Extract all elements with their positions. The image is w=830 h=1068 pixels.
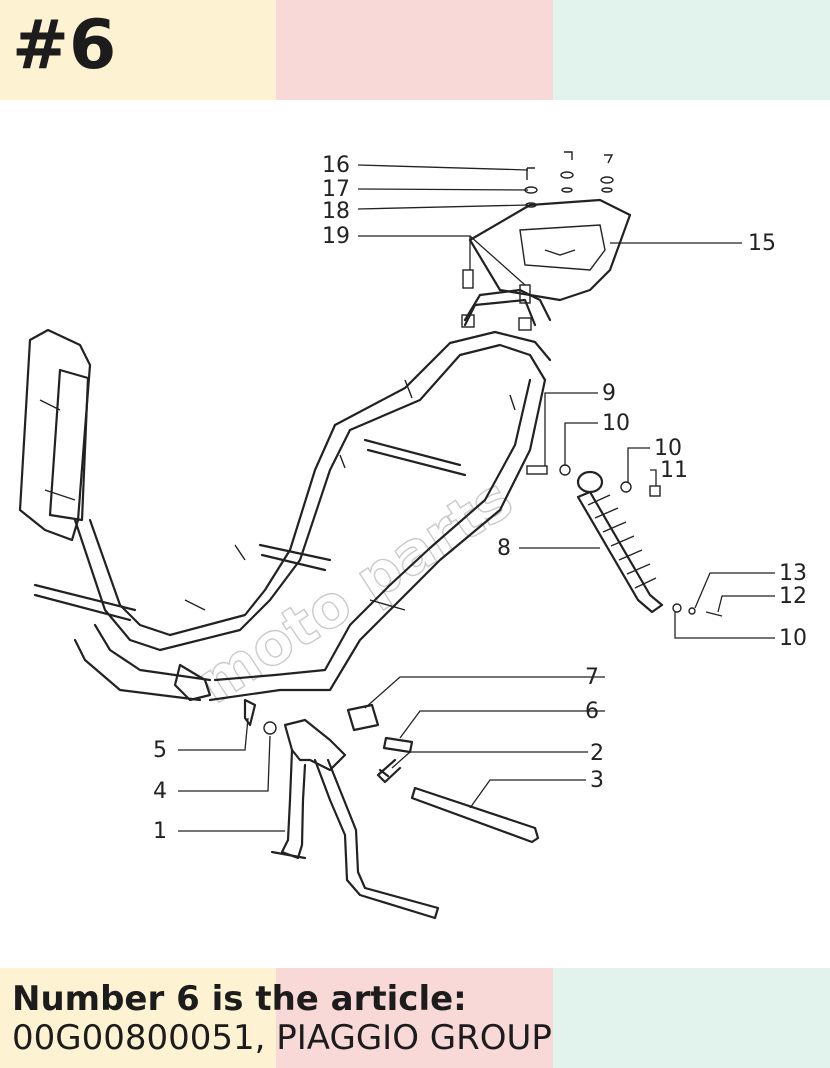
frame-drawing <box>18 328 552 702</box>
callout-18: 18 <box>322 199 350 224</box>
leader-lines <box>178 164 775 832</box>
callout-16: 16 <box>322 153 350 178</box>
callout-13: 13 <box>779 561 807 586</box>
callout-11: 11 <box>660 458 688 483</box>
band-segment-mint <box>553 0 830 100</box>
parts-diagram: moto parts <box>18 151 807 920</box>
shock-absorber-drawing <box>526 464 723 617</box>
caption-article-code: 00G00800051, PIAGGIO GROUP <box>12 1018 552 1058</box>
caption-title: Number 6 is the article: <box>12 979 467 1019</box>
callout-12: 12 <box>779 584 807 609</box>
band-segment-yellow <box>0 968 276 1068</box>
callout-19: 19 <box>322 224 350 249</box>
callout-10-c: 10 <box>779 626 807 651</box>
callout-4: 4 <box>153 779 167 804</box>
callout-8: 8 <box>497 536 511 561</box>
band-segment-pink <box>276 968 553 1068</box>
callout-17: 17 <box>322 177 350 202</box>
callout-6: 6 <box>585 699 599 724</box>
callout-1: 1 <box>153 819 167 844</box>
footer-color-band <box>0 968 830 1068</box>
luggage-rack-drawing <box>461 151 632 331</box>
header-color-band <box>0 0 830 100</box>
callout-9: 9 <box>602 381 616 406</box>
band-segment-pink <box>276 0 553 100</box>
callout-3: 3 <box>590 768 604 793</box>
callout-10-a: 10 <box>602 411 630 436</box>
item-number-heading: #6 <box>12 6 117 85</box>
center-stand-drawing <box>243 698 540 920</box>
callout-7: 7 <box>585 665 599 690</box>
band-segment-mint <box>553 968 830 1068</box>
callout-2: 2 <box>590 741 604 766</box>
band-segment-yellow <box>0 0 276 100</box>
callout-5: 5 <box>153 738 167 763</box>
callout-10-b: 10 <box>654 436 682 461</box>
callout-15: 15 <box>748 231 776 256</box>
